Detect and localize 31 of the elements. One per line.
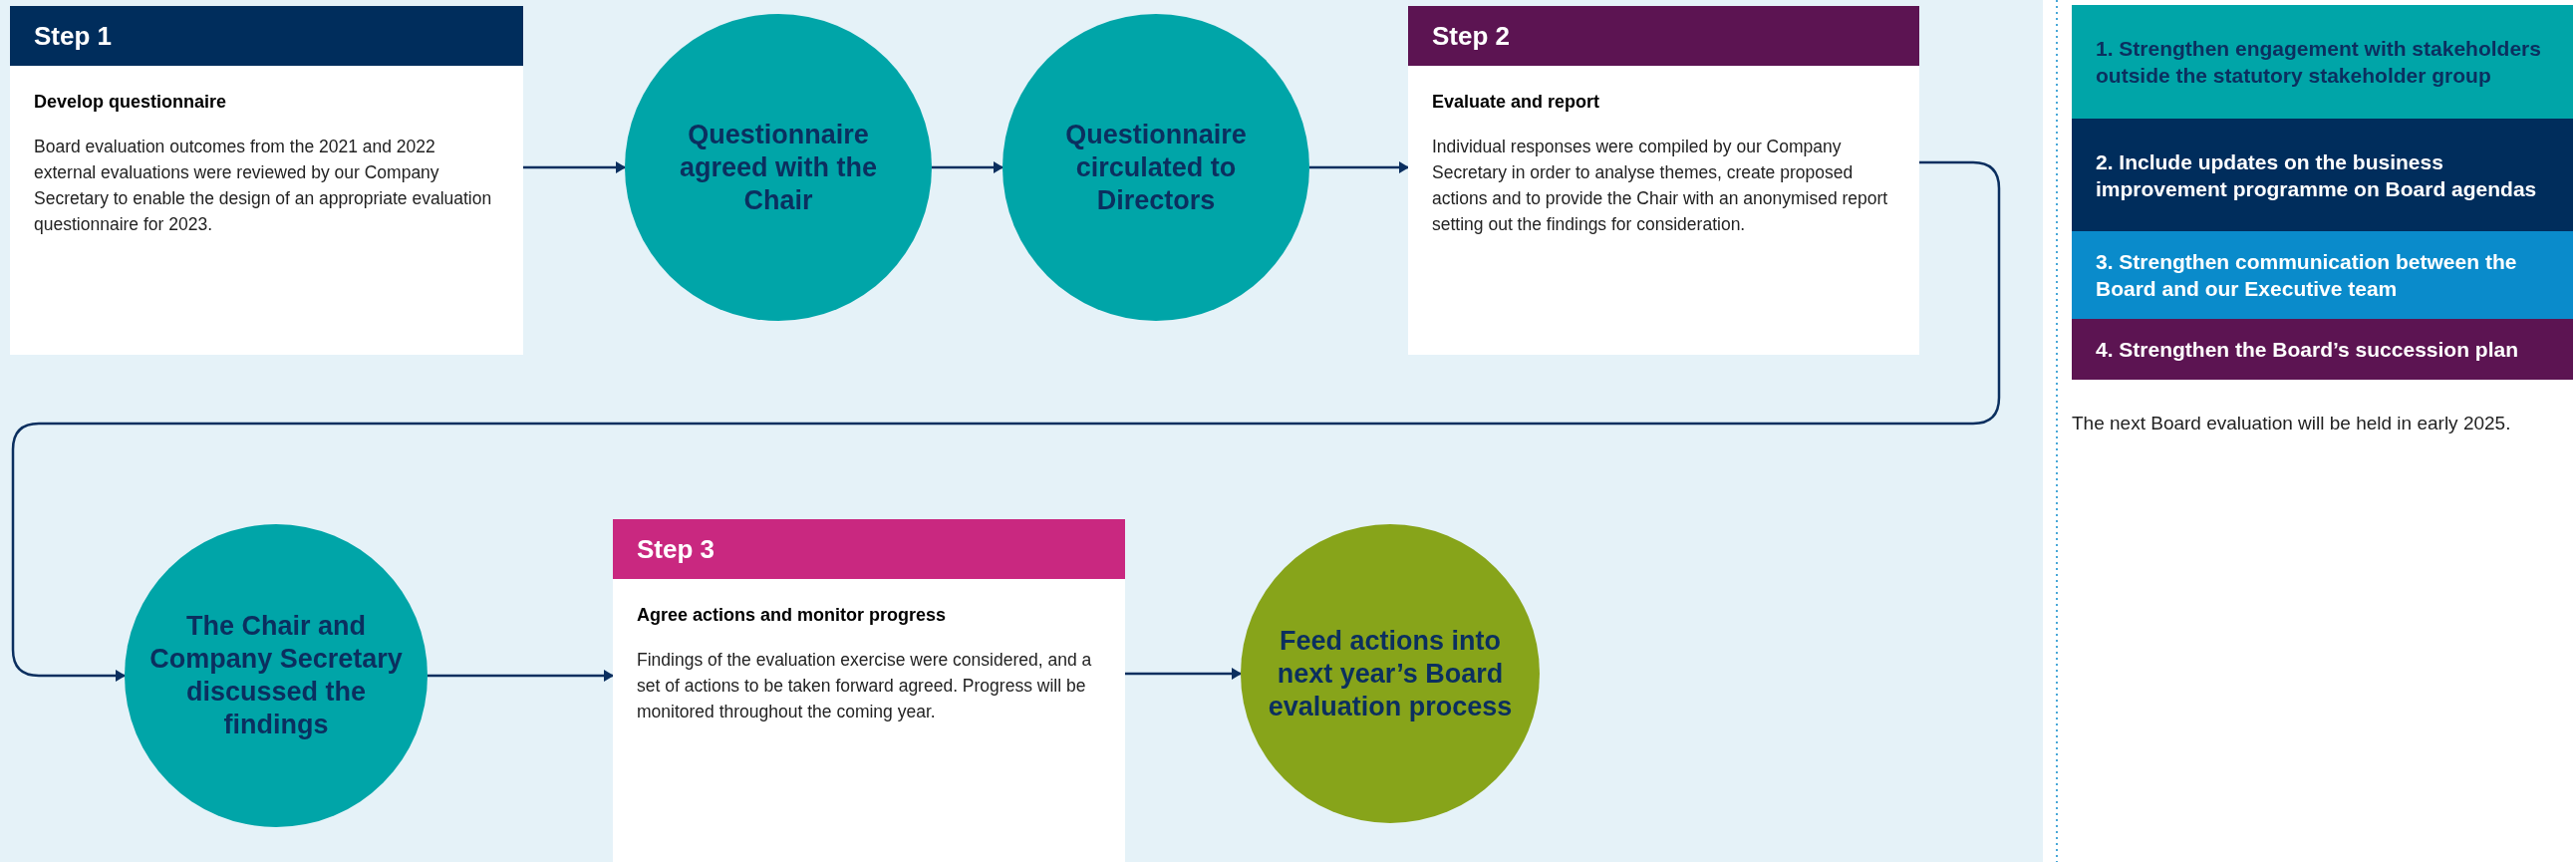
action-item-text: 4. Strengthen the Board’s succession plan xyxy=(2096,337,2519,363)
circle-label: Questionnaire agreed with the Chair xyxy=(679,118,878,217)
step-card xyxy=(613,519,1125,862)
step-description: Board evaluation outcomes from the 2021 and 2022 external evaluations were reviewed by our Company Secretary to enable the design of an appropriate evaluation questionnaire for 2023. xyxy=(33,136,493,236)
arrow xyxy=(1309,161,1409,173)
note-text: The next Board evaluation will be held in early 2025. xyxy=(2072,412,2512,435)
action-item-text: 1. Strengthen engagement with stakeholders outside the statutory stakeholder group xyxy=(2096,36,2542,89)
arrow xyxy=(523,161,626,173)
arrow xyxy=(932,161,1003,173)
step-card xyxy=(10,6,523,355)
step-title: Agree actions and monitor progress xyxy=(636,604,948,627)
step-title: Develop questionnaire xyxy=(33,91,228,114)
action-item-text: 2. Include updates on the business improvement programme on Board agendas xyxy=(2096,148,2538,202)
action-item-bar xyxy=(2072,319,2573,380)
step-description: Individual responses were compiled by our Company Secretary in order to analyse themes, create proposed actions and to provide the Chair with an anonymised report setting out the findings for consideration. xyxy=(1431,136,1889,236)
arrow xyxy=(1125,668,1242,680)
arrow xyxy=(428,670,614,682)
arrow xyxy=(11,160,2001,682)
step-card xyxy=(1408,6,1919,355)
step-description: Findings of the evaluation exercise were considered, and a set of actions to be taken forward agreed. Progress will be monitored throughout the coming year. xyxy=(636,649,1093,723)
action-item-bar xyxy=(2072,119,2573,231)
action-item-bar xyxy=(2072,231,2573,319)
circle-label: Questionnaire circulated to Directors xyxy=(1064,118,1248,217)
step-header: Step 3 xyxy=(613,519,1125,579)
action-item-bar xyxy=(2072,5,2573,119)
step-title: Evaluate and report xyxy=(1431,91,1601,114)
action-item-text: 3. Strengthen communication between the Board and our Executive team xyxy=(2096,249,2518,302)
circle-label: Feed actions into next year’s Board evaluation process xyxy=(1267,624,1514,723)
step-header: Step 2 xyxy=(1408,6,1919,66)
circle-label: The Chair and Company Secretary discussed the findings xyxy=(148,610,404,741)
step-header: Step 1 xyxy=(10,6,523,66)
